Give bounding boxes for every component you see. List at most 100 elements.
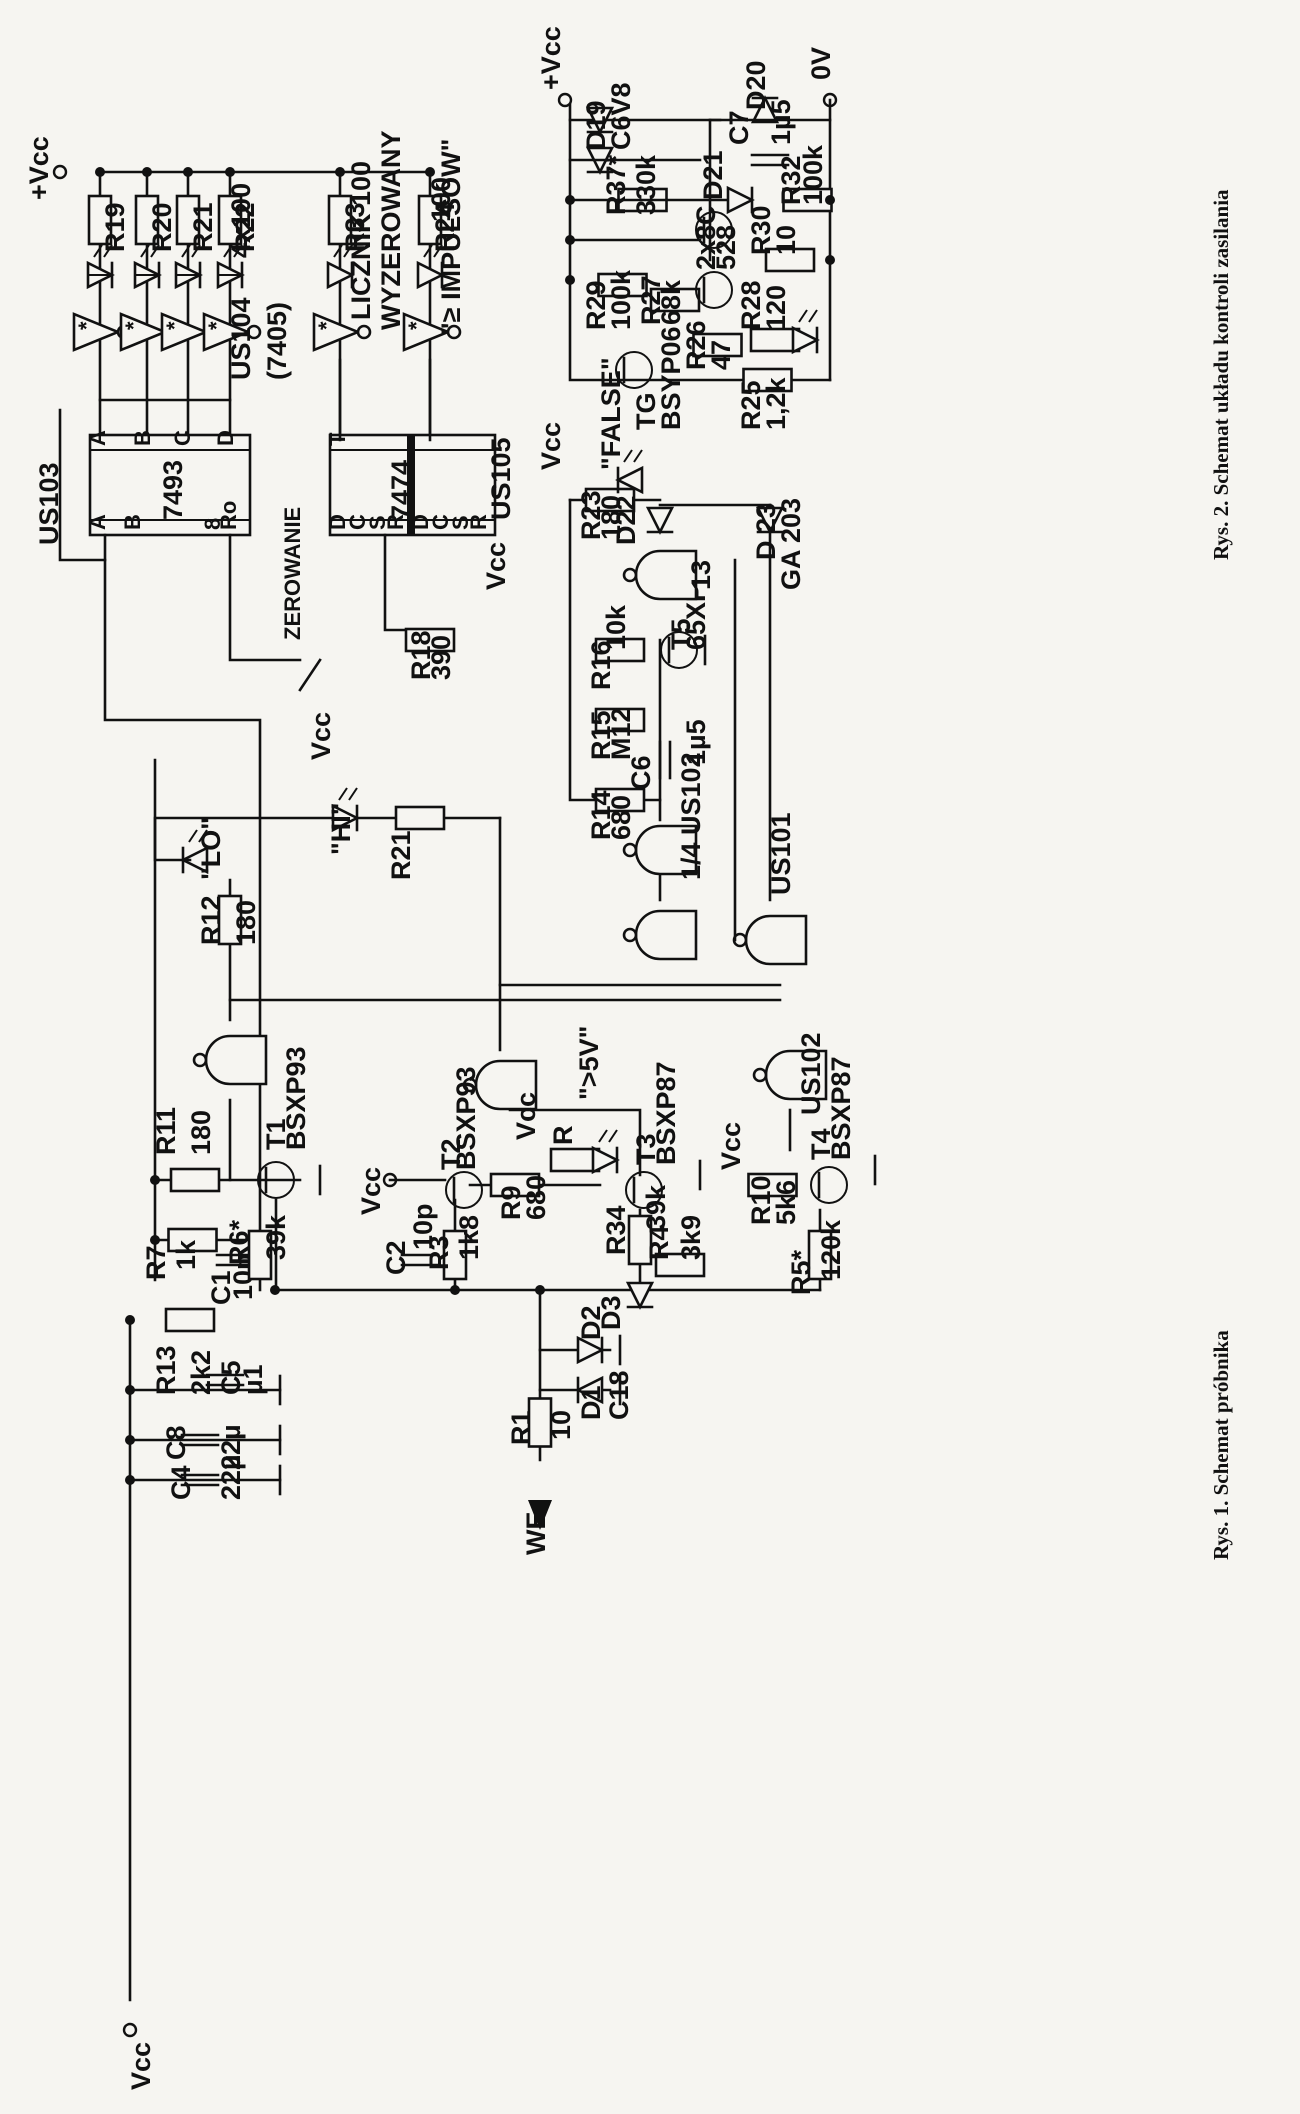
transistor-name-label: T2 bbox=[436, 1138, 466, 1170]
diode-d3 bbox=[625, 1281, 655, 1310]
resistor-name-label: R6* bbox=[224, 1219, 254, 1265]
vcc-label: Vcc bbox=[536, 422, 566, 470]
resistor-value-label: 680 bbox=[606, 795, 636, 840]
led-supply bbox=[791, 325, 820, 355]
ic-label: US102 bbox=[796, 1032, 826, 1115]
input-arrow-icon bbox=[528, 1500, 552, 1530]
resistor-value-label: 1k8 bbox=[454, 1215, 484, 1260]
transistor-type-label: BSXP87 bbox=[651, 1061, 681, 1165]
diode-name-label: D19 bbox=[581, 100, 611, 150]
resistor-name-label: R29 bbox=[581, 280, 611, 330]
pin-label: R bbox=[466, 514, 491, 530]
vcc-label: Vcc bbox=[356, 1167, 386, 1215]
resistor-r33 bbox=[327, 194, 353, 246]
ic-7493 bbox=[88, 433, 252, 537]
transistor-type-label: BSXP87 bbox=[826, 1056, 856, 1160]
transistor-type-label: BSYP06 bbox=[656, 326, 686, 430]
chip-7493-label: 7493 bbox=[158, 460, 188, 520]
inversion-bubble bbox=[462, 1077, 478, 1093]
diode-name-label: D22 bbox=[611, 495, 641, 545]
pin-label: S bbox=[448, 515, 473, 530]
wire bbox=[383, 533, 442, 632]
led-arrows-icon bbox=[188, 829, 208, 843]
junction-dot bbox=[335, 167, 345, 177]
junction-dot bbox=[425, 167, 435, 177]
inverter-7405 bbox=[160, 312, 210, 352]
vcc-label: Vcc bbox=[306, 712, 336, 760]
resistor-r13 bbox=[164, 1307, 216, 1333]
resistor-r6 bbox=[167, 1227, 218, 1253]
transistor-t4 bbox=[810, 1166, 848, 1204]
pin-label: R bbox=[383, 514, 408, 530]
resistor-r11 bbox=[217, 894, 243, 946]
junction-dot bbox=[125, 1475, 135, 1485]
transistor-type-label: BSXP93 bbox=[281, 1046, 311, 1150]
resistor-value-label: 680 bbox=[521, 1175, 551, 1220]
caption-fig2: Rys. 2. Schemat układu kontroli zasilani… bbox=[1209, 189, 1233, 560]
pin-label: A bbox=[85, 430, 110, 446]
junction-dot bbox=[225, 167, 235, 177]
resistor-value-label: 3k9 bbox=[676, 1215, 706, 1260]
diode-d19 bbox=[585, 106, 615, 135]
pin-label: S bbox=[365, 515, 390, 530]
resistor-value-label: M12 bbox=[606, 707, 636, 760]
resistor-value-label: 330k bbox=[631, 154, 661, 215]
wire bbox=[508, 1108, 642, 1177]
nand-gate-us101b bbox=[744, 914, 808, 966]
junction-dot bbox=[565, 235, 575, 245]
resistor-name-label: R10 bbox=[746, 1175, 776, 1225]
resistor-name-label: R21 bbox=[188, 202, 218, 252]
false-label: "FALSE" bbox=[596, 357, 626, 470]
reset-wire bbox=[228, 533, 302, 662]
diode-d20 bbox=[750, 95, 780, 124]
capacitor-name-label: C8 bbox=[161, 1425, 191, 1460]
led-hi bbox=[331, 803, 360, 833]
resistor-value-label: 39k bbox=[641, 1184, 671, 1230]
resistor-r14 bbox=[594, 787, 646, 813]
resistor-value-label: 10 bbox=[771, 225, 801, 255]
transistor-t5 bbox=[660, 631, 698, 669]
resistor-value-label: 100 bbox=[426, 177, 456, 222]
caption-fig1: Rys. 1. Schemat próbnika bbox=[1209, 1330, 1233, 1560]
resistor-name-label: R21 bbox=[386, 830, 416, 880]
resistor-name-label: R25 bbox=[736, 380, 766, 430]
diode-type-label: C18 bbox=[604, 1370, 634, 1420]
resistor-r4 bbox=[654, 1252, 706, 1278]
clock-input-wire bbox=[103, 533, 262, 1292]
pin-label: D bbox=[213, 430, 238, 446]
counter-label: LICZNIK 100 bbox=[346, 161, 376, 320]
transistor-tg bbox=[615, 351, 653, 389]
led-arrows-icon bbox=[333, 244, 353, 258]
resistor-name-label: R37* bbox=[601, 154, 631, 215]
resistor-r7 bbox=[169, 1167, 221, 1193]
transistor-t3 bbox=[625, 1171, 663, 1209]
pulses-label: "≥ IMPULSÓW" bbox=[435, 139, 466, 335]
resistor-name-label: R bbox=[548, 1126, 578, 1146]
resistor-r34 bbox=[627, 1214, 653, 1266]
diode-type-label: GA 203 bbox=[776, 498, 806, 590]
transistor-name-label: T1 bbox=[261, 1118, 291, 1150]
resistor-name-label: R27 bbox=[636, 275, 666, 325]
chip-7474-label: 7474 bbox=[386, 460, 416, 520]
terminal bbox=[557, 92, 573, 108]
resistor-name-label: R23 bbox=[576, 490, 606, 540]
led-arrows-icon bbox=[423, 244, 443, 258]
junction-dot bbox=[95, 167, 105, 177]
resistor-value-label: 120 bbox=[761, 285, 791, 330]
junction-dot bbox=[150, 1235, 160, 1245]
hi-label: "HI" bbox=[326, 802, 356, 855]
inversion-bubble bbox=[446, 324, 462, 340]
resistor-r12 bbox=[394, 805, 446, 831]
resistor-name-label: R12 bbox=[196, 895, 226, 945]
transistor-name-label: TG bbox=[631, 393, 661, 431]
junction-dot bbox=[150, 1175, 160, 1185]
transistor-name-label: 2x8C bbox=[691, 205, 721, 270]
inversion-bubble bbox=[246, 324, 262, 340]
zero-button-label: ZEROWANIE bbox=[280, 507, 305, 640]
junction-dot bbox=[825, 195, 835, 205]
resistor-r24 bbox=[417, 194, 443, 246]
ic-separator bbox=[407, 435, 415, 535]
led-gt5v bbox=[591, 1145, 620, 1175]
resistor-r10 bbox=[747, 1172, 798, 1198]
resistor-name-label: R5* bbox=[786, 1249, 816, 1295]
